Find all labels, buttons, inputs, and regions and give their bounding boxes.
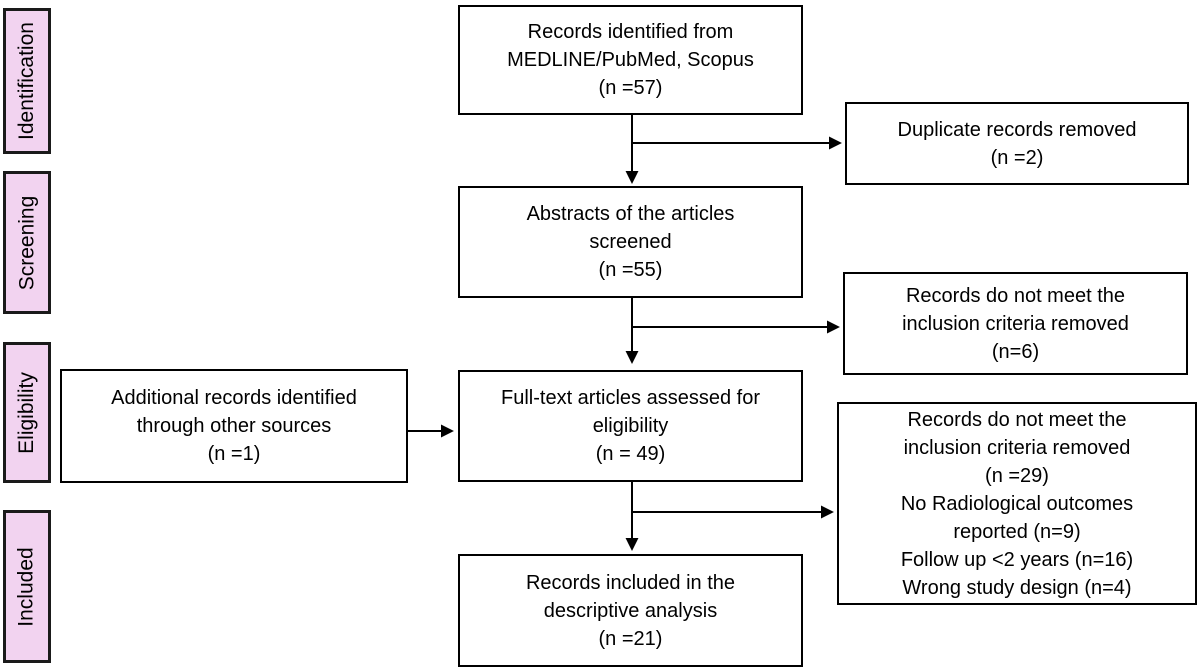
- box-duplicates-removed: Duplicate records removed (n =2): [845, 102, 1189, 185]
- box-text: Records identified from MEDLINE/PubMed, …: [507, 21, 754, 99]
- box-text: Records included in the descriptive anal…: [525, 571, 735, 650]
- stage-label-text: Screening: [15, 195, 38, 290]
- stage-label-text: Eligibility: [15, 371, 39, 454]
- box-text: Records do not meet the inclusion criter…: [900, 408, 1134, 599]
- box-abstracts-screened: Abstracts of the articles screened (n =5…: [458, 186, 803, 298]
- box-records-included: Records included in the descriptive anal…: [458, 554, 803, 667]
- stage-label-identification: Identification: [3, 8, 51, 154]
- box-text: Records do not meet the inclusion criter…: [902, 284, 1129, 363]
- box-text: Full-text articles assessed for eligibil…: [501, 387, 760, 465]
- stage-label-included: Included: [3, 510, 51, 663]
- stage-label-text: Identification: [15, 22, 39, 140]
- box-exclusion-screening: Records do not meet the inclusion criter…: [843, 272, 1188, 375]
- stage-label-eligibility: Eligibility: [3, 342, 51, 483]
- box-exclusion-fulltext: Records do not meet the inclusion criter…: [837, 402, 1197, 605]
- stage-label-text: Included: [15, 546, 38, 627]
- box-records-identified: Records identified from MEDLINE/PubMed, …: [458, 5, 803, 115]
- stage-label-screening: Screening: [3, 171, 51, 314]
- box-fulltext-assessed: Full-text articles assessed for eligibil…: [458, 370, 803, 482]
- box-text: Abstracts of the articles screened (n =5…: [526, 203, 735, 281]
- box-text: Duplicate records removed (n =2): [897, 118, 1137, 169]
- box-text: Additional records identified through ot…: [111, 387, 357, 465]
- box-additional-records: Additional records identified through ot…: [60, 369, 408, 483]
